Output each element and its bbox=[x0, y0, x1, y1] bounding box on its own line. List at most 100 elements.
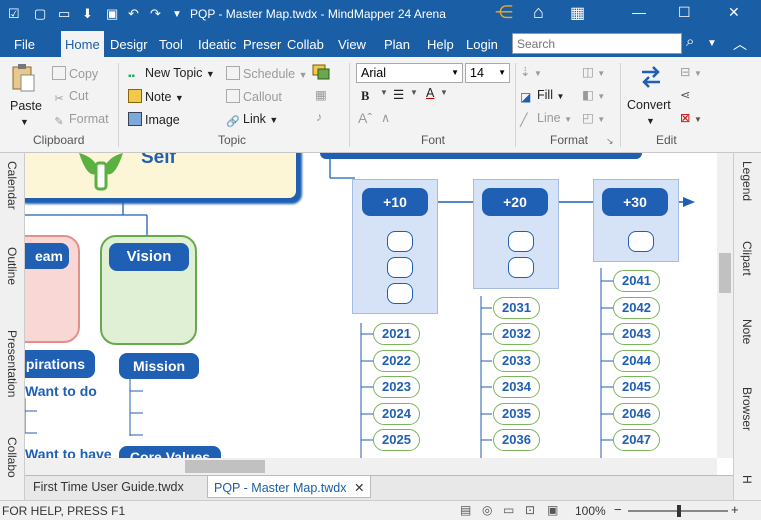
year-topic[interactable]: 2025 bbox=[373, 429, 420, 451]
arena-icon[interactable]: ⋲ bbox=[495, 2, 513, 22]
vertical-scrollbar[interactable] bbox=[717, 153, 733, 458]
app-icon[interactable]: ☑ bbox=[8, 6, 20, 21]
shape-icon[interactable]: ⇣ ▼ bbox=[520, 65, 542, 79]
year-topic[interactable]: 2036 bbox=[493, 429, 540, 451]
year-topic[interactable]: 2042 bbox=[613, 297, 660, 319]
year-topic[interactable]: 2034 bbox=[493, 376, 540, 398]
collapse-ribbon-icon[interactable]: ︿ bbox=[733, 36, 747, 52]
paste-button[interactable]: Paste bbox=[10, 99, 42, 113]
bold-button[interactable]: B bbox=[361, 89, 370, 103]
menu-help[interactable]: Help bbox=[427, 37, 454, 52]
paste-dropdown-icon[interactable]: ▼ bbox=[20, 117, 29, 127]
new-topic-button[interactable]: ▪▪New Topic ▼ bbox=[128, 66, 215, 85]
maximize-button[interactable]: ☐ bbox=[678, 4, 691, 20]
convert-dropdown-icon[interactable]: ▼ bbox=[646, 116, 655, 126]
schedule-button[interactable]: Schedule ▼ bbox=[226, 66, 308, 81]
menu-login[interactable]: Login bbox=[466, 37, 498, 52]
presentation-icon[interactable]: ▣ bbox=[547, 503, 559, 517]
empty-subtopic[interactable] bbox=[628, 231, 654, 252]
core-values-topic[interactable]: Core Values bbox=[119, 446, 221, 458]
year-topic[interactable]: 2031 bbox=[493, 297, 540, 319]
timeline-topic[interactable] bbox=[320, 153, 642, 159]
image-button[interactable]: Image bbox=[128, 112, 180, 127]
menu-plan[interactable]: Plan bbox=[384, 37, 411, 52]
year-topic[interactable]: 2046 bbox=[613, 403, 660, 425]
theme-icon[interactable] bbox=[312, 64, 330, 83]
table-icon[interactable]: ▦ bbox=[315, 88, 327, 102]
outline-tab[interactable]: Outline bbox=[5, 247, 19, 286]
font-color-dropdown-icon[interactable]: ▼ bbox=[440, 88, 448, 97]
note-button[interactable]: Note ▼ bbox=[128, 89, 184, 104]
link-button[interactable]: 🔗Link ▼ bbox=[226, 112, 279, 128]
search-icon[interactable]: ⌕ bbox=[686, 33, 695, 50]
plus30-topic[interactable]: +30 bbox=[602, 188, 668, 216]
menu-file[interactable]: File bbox=[14, 37, 35, 52]
redo-icon[interactable]: ↷ bbox=[150, 6, 161, 21]
year-topic[interactable]: 2021 bbox=[373, 323, 420, 345]
want-to-have-topic[interactable]: Want to have bbox=[25, 446, 112, 458]
menu-home[interactable]: Home bbox=[61, 31, 104, 57]
tab-first-time-user-guide[interactable]: First Time User Guide.twdx bbox=[33, 480, 184, 494]
mission-topic[interactable]: Mission bbox=[119, 353, 199, 379]
cut-button[interactable]: ✂Cut bbox=[52, 89, 88, 106]
paste-icon[interactable] bbox=[10, 63, 38, 93]
empty-subtopic[interactable] bbox=[508, 231, 534, 252]
browser-tab[interactable]: Browser bbox=[740, 387, 754, 432]
font-family-select[interactable]: Arial▼ bbox=[356, 63, 463, 83]
bold-dropdown-icon[interactable]: ▼ bbox=[380, 88, 388, 97]
year-topic[interactable]: 2023 bbox=[373, 376, 420, 398]
aspirations-topic[interactable]: pirations bbox=[25, 350, 95, 378]
minimize-button[interactable]: — bbox=[632, 4, 646, 20]
microphone-icon[interactable]: ♪ bbox=[316, 110, 323, 124]
share-icon[interactable]: ⋖ bbox=[680, 88, 691, 102]
close-button[interactable]: ✕ bbox=[728, 4, 740, 20]
vertical-scroll-thumb[interactable] bbox=[719, 253, 731, 293]
grow-font-icon[interactable]: Aˆ bbox=[358, 110, 372, 126]
format-painter-button[interactable]: ✎Format bbox=[52, 112, 108, 129]
search-input[interactable] bbox=[512, 33, 682, 54]
select-icon[interactable]: ⊟ ▼ bbox=[680, 65, 702, 79]
search-status-icon[interactable]: ◎ bbox=[482, 503, 493, 517]
presentation-tab[interactable]: Presentation bbox=[5, 330, 19, 398]
year-topic[interactable]: 2043 bbox=[613, 323, 660, 345]
align-icon[interactable]: ☰ bbox=[393, 88, 405, 102]
plus20-topic[interactable]: +20 bbox=[482, 188, 548, 216]
style-icon[interactable]: ◧ ▼ bbox=[582, 88, 606, 102]
font-color-icon[interactable]: A bbox=[426, 86, 435, 100]
empty-subtopic[interactable] bbox=[387, 231, 413, 252]
calendar-tab[interactable]: Calendar bbox=[5, 161, 19, 210]
year-topic[interactable]: 2044 bbox=[613, 350, 660, 372]
note-tab[interactable]: Note bbox=[740, 319, 754, 345]
convert-button[interactable]: Convert bbox=[627, 98, 671, 112]
monitor-icon[interactable]: ▭ bbox=[503, 503, 515, 517]
zoom-in-button[interactable]: + bbox=[731, 502, 739, 517]
tab-pqp-master-map[interactable]: PQP - Master Map.twdx ✕ bbox=[207, 476, 372, 498]
zoom-out-button[interactable]: − bbox=[614, 502, 622, 517]
calendar-icon[interactable]: ▦ bbox=[570, 5, 586, 22]
page-icon[interactable]: ▤ bbox=[460, 503, 472, 517]
print-icon[interactable]: ▣ bbox=[106, 6, 119, 21]
menu-design[interactable]: Desigr bbox=[110, 37, 148, 52]
copy-button[interactable]: Copy bbox=[52, 66, 98, 81]
year-topic[interactable]: 2032 bbox=[493, 323, 540, 345]
menu-collaborate[interactable]: Collab bbox=[287, 37, 324, 52]
layout-icon[interactable]: ◫ ▼ bbox=[582, 65, 606, 79]
mind-map-canvas[interactable]: Self eam Vision pirations Want to do Wan… bbox=[25, 153, 717, 458]
save-icon[interactable]: ⬇ bbox=[82, 6, 93, 21]
menu-view[interactable]: View bbox=[338, 37, 366, 52]
year-topic[interactable]: 2022 bbox=[373, 350, 420, 372]
empty-subtopic[interactable] bbox=[508, 257, 534, 278]
horizontal-scrollbar[interactable] bbox=[25, 458, 717, 475]
empty-subtopic[interactable] bbox=[387, 283, 413, 304]
collaborate-tab[interactable]: Collabo bbox=[5, 437, 19, 478]
menu-presentation[interactable]: Preser bbox=[243, 37, 282, 52]
delete-icon[interactable]: ⊠ ▼ bbox=[680, 111, 702, 125]
clipart-tab[interactable]: Clipart bbox=[740, 241, 754, 276]
search-dropdown-icon[interactable]: ▼ bbox=[707, 38, 717, 49]
fill-button[interactable]: ◪Fill ▼ bbox=[520, 88, 565, 104]
want-to-do-topic[interactable]: Want to do bbox=[25, 383, 97, 399]
year-topic[interactable]: 2035 bbox=[493, 403, 540, 425]
fit-icon[interactable]: ⊡ bbox=[525, 503, 536, 517]
h-tab[interactable]: H bbox=[740, 475, 754, 484]
horizontal-scroll-thumb[interactable] bbox=[185, 460, 265, 473]
